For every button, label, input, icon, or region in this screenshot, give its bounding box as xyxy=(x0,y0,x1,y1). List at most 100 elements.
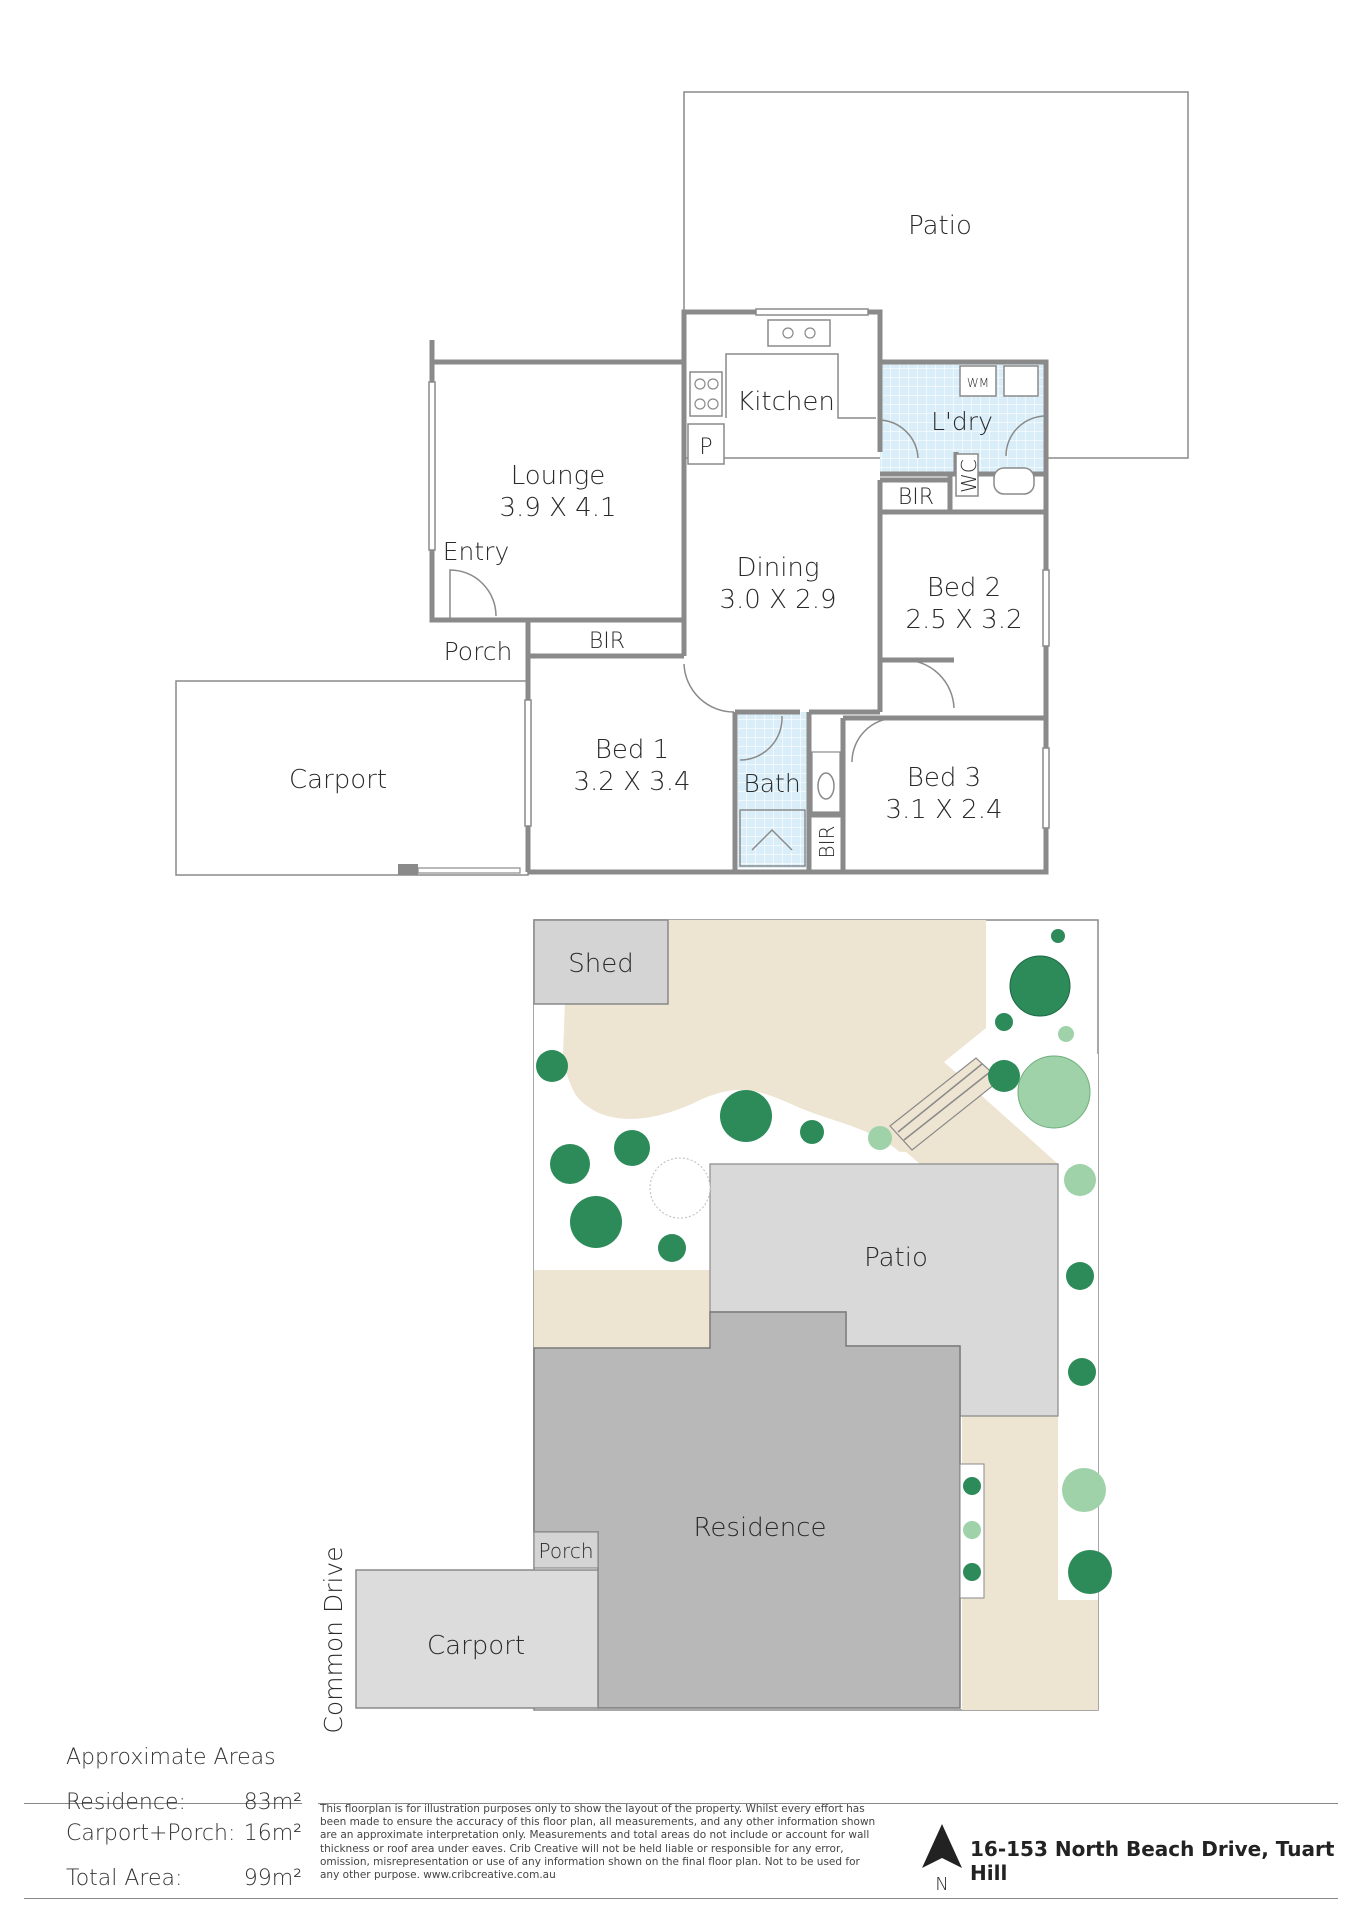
label-bir-laundry: BIR xyxy=(898,485,934,510)
kitchen-bench xyxy=(725,353,876,419)
wc-partition xyxy=(955,453,979,497)
window-carport-side xyxy=(417,867,521,874)
sink xyxy=(767,319,831,347)
shower-tray xyxy=(739,809,806,867)
label-entry: Entry xyxy=(443,537,510,566)
door-laundry-wc xyxy=(1005,415,1047,457)
garden-bed-left xyxy=(534,1000,908,1270)
floor-plan: Patio Kitchen L'dry WM P WC BIR Lounge 3… xyxy=(175,91,1189,876)
property-address: 16-153 North Beach Drive, Tuart Hill xyxy=(970,1837,1335,1885)
carport-post xyxy=(398,864,418,875)
disclaimer-text: This floorplan is for illustration purpo… xyxy=(320,1803,876,1882)
tree-icon xyxy=(614,1130,650,1166)
window-patio xyxy=(755,308,869,316)
side-lawn-left xyxy=(534,1270,710,1348)
label-bed1-dims: 3.2 X 3.4 xyxy=(573,767,690,797)
window-bed2 xyxy=(1042,569,1050,647)
tree-icon xyxy=(1064,1164,1096,1196)
door-bed2 xyxy=(903,659,955,709)
site-porch xyxy=(533,1531,599,1569)
pantry-box xyxy=(687,423,725,465)
bath-tiles xyxy=(735,712,809,868)
sink-bowl-left xyxy=(782,327,794,339)
hob-3 xyxy=(694,398,706,410)
north-arrow-icon: N xyxy=(922,1824,962,1895)
tree-icon xyxy=(1062,1468,1106,1512)
label-laundry: L'dry xyxy=(931,407,993,436)
label-site-shed: Shed xyxy=(568,949,633,979)
footer-rule-top xyxy=(24,1803,302,1804)
label-porch: Porch xyxy=(444,637,513,666)
tree-icon xyxy=(1068,1550,1112,1594)
tree-icon xyxy=(550,1144,590,1184)
label-bed1-name: Bed 1 xyxy=(595,735,669,765)
label-site-residence: Residence xyxy=(694,1513,827,1543)
label-dining-dims: 3.0 X 2.9 xyxy=(719,585,836,615)
label-kitchen: Kitchen xyxy=(737,387,835,417)
label-carport: Carport xyxy=(289,765,387,795)
door-bath xyxy=(739,715,783,761)
tree-icon xyxy=(1009,955,1071,1017)
cooktop xyxy=(689,371,723,417)
house-inner-walls xyxy=(432,312,1046,872)
site-plan: Shed Patio Residence Porch Carport Commo… xyxy=(319,919,1112,1734)
areas-title: Approximate Areas xyxy=(66,1745,276,1770)
tree-icon xyxy=(720,1090,772,1142)
trees xyxy=(536,929,1112,1594)
tree-icon xyxy=(1058,1026,1074,1042)
hob-4 xyxy=(707,398,719,410)
area-value: 83m² xyxy=(243,1790,302,1815)
label-site-patio: Patio xyxy=(864,1243,928,1273)
door-bed3 xyxy=(851,717,897,763)
area-row-residence: Residence: 83m² xyxy=(66,1790,302,1815)
tree-icon xyxy=(1066,1262,1094,1290)
vanity xyxy=(811,751,841,813)
label-patio: Patio xyxy=(908,211,972,241)
sink-bowl-right xyxy=(804,327,816,339)
tree-icon xyxy=(570,1196,622,1248)
tree-icon xyxy=(963,1521,981,1539)
label-bir-bed1: BIR xyxy=(589,629,625,654)
tree-icon xyxy=(1017,1055,1091,1129)
steps-lines xyxy=(897,1063,991,1141)
tree-icon xyxy=(963,1563,981,1581)
label-bed3-dims: 3.1 X 2.4 xyxy=(885,795,1002,825)
footer-rule-top-right xyxy=(318,1803,1338,1804)
area-value: 16m² xyxy=(243,1821,302,1846)
tree-icon xyxy=(658,1234,686,1262)
label-dining-name: Dining xyxy=(736,553,819,583)
area-row-total: Total Area: 99m² xyxy=(66,1866,302,1891)
tree-icon xyxy=(868,1126,892,1150)
tree-icon xyxy=(536,1050,568,1082)
basin xyxy=(817,772,835,800)
label-lounge-dims: 3.9 X 4.1 xyxy=(499,493,616,523)
label-bed2-dims: 2.5 X 3.2 xyxy=(905,605,1022,635)
door-kitchen-laundry xyxy=(879,419,919,459)
toilet xyxy=(993,467,1035,495)
area-row-carport-porch: Carport+Porch: 16m² xyxy=(66,1821,302,1846)
tree-icon xyxy=(1051,929,1065,943)
area-value: 99m² xyxy=(243,1866,302,1891)
label-bir-bath: BIR xyxy=(815,826,839,859)
label-bed2-name: Bed 2 xyxy=(927,573,1001,603)
tree-icon xyxy=(995,1013,1013,1031)
area-label: Residence: xyxy=(66,1790,186,1815)
tree-icon xyxy=(649,1157,711,1219)
site-carport xyxy=(355,1569,599,1709)
door-bed1 xyxy=(683,663,735,713)
label-wm: WM xyxy=(967,376,989,390)
hob-1 xyxy=(694,378,706,390)
area-label: Total Area: xyxy=(66,1866,183,1891)
label-bed3-name: Bed 3 xyxy=(907,763,981,793)
laundry-trough xyxy=(1003,365,1039,397)
label-site-porch: Porch xyxy=(538,1539,593,1563)
shed xyxy=(533,919,669,1005)
tree-icon xyxy=(800,1120,824,1144)
label-lounge-name: Lounge xyxy=(511,461,606,491)
label-common-drive: Common Drive xyxy=(319,1546,348,1733)
footer-rule-bottom xyxy=(24,1898,1338,1899)
label-wc: WC xyxy=(957,459,981,493)
window-bed3 xyxy=(1042,747,1050,829)
tree-icon xyxy=(963,1477,981,1495)
